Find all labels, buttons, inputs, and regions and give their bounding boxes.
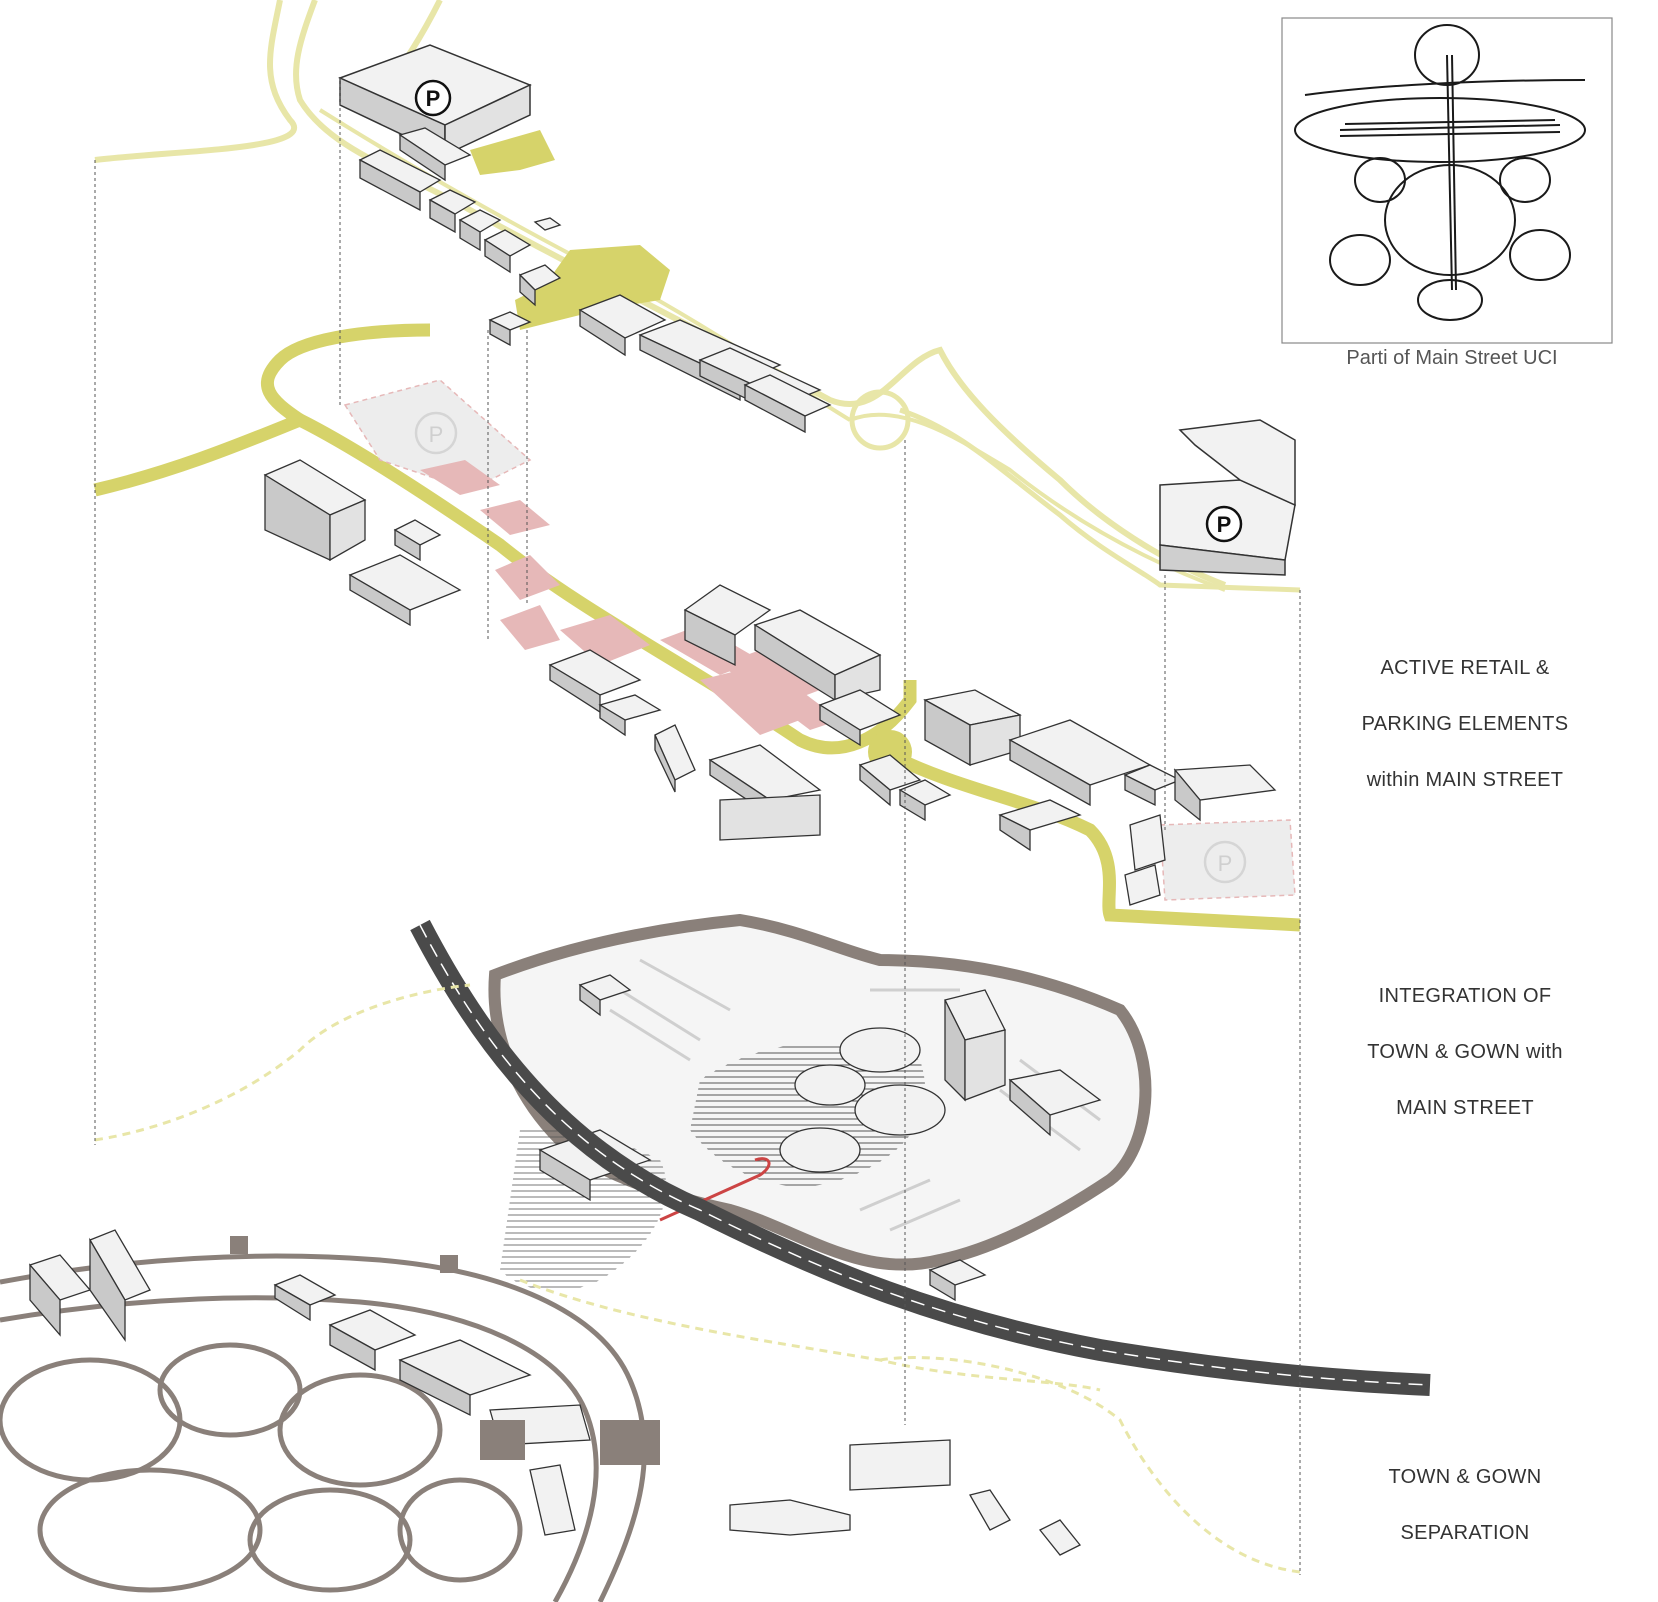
label-line: ACTIVE RETAIL & <box>1330 654 1600 682</box>
label-line: INTEGRATION OF <box>1330 982 1600 1010</box>
roundabout-upper <box>852 392 908 448</box>
buildings-middle-west <box>265 460 695 792</box>
label-line: PARKING ELEMENTS <box>1330 710 1600 738</box>
layer-label-retail: ACTIVE RETAIL & PARKING ELEMENTS within … <box>1330 626 1600 822</box>
retail-parking-layer: P P <box>95 330 1300 925</box>
label-line: TOWN & GOWN with <box>1330 1038 1600 1066</box>
parking-symbol-ghost-east: P <box>1218 851 1233 876</box>
south-buildings <box>730 1440 1080 1555</box>
label-line: TOWN & GOWN <box>1330 1463 1600 1491</box>
parking-symbol-ghost-west: P <box>429 422 444 447</box>
layer-label-separation: TOWN & GOWN SEPARATION <box>1330 1435 1600 1575</box>
campus-layer <box>0 1230 1300 1602</box>
parking-symbol-north: P <box>426 86 441 111</box>
retail-blocks <box>420 460 840 735</box>
parking-symbol-east: P <box>1217 512 1232 537</box>
label-line: MAIN STREET <box>1330 1094 1600 1122</box>
label-line: within MAIN STREET <box>1330 766 1600 794</box>
label-line: SEPARATION <box>1330 1519 1600 1547</box>
parti-caption: Parti of Main Street UCI <box>1282 347 1622 370</box>
layer-label-integration: INTEGRATION OF TOWN & GOWN with MAIN STR… <box>1330 954 1600 1150</box>
parti-sketch <box>1282 18 1612 343</box>
integration-layer <box>95 920 1430 1390</box>
parking-garage-east: P <box>1160 420 1295 575</box>
